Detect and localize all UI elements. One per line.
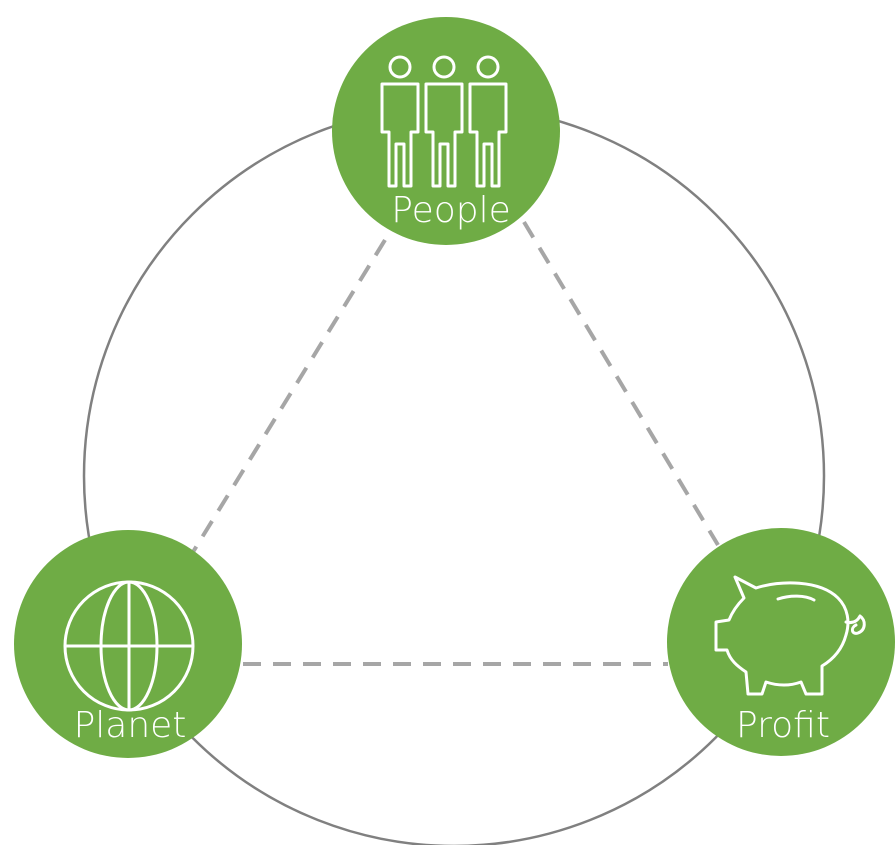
node-people-label: People	[391, 190, 511, 231]
connector-people-profit	[522, 220, 720, 547]
piggy-bank-icon	[714, 575, 866, 696]
node-people-circle	[332, 17, 560, 245]
people-icon	[380, 55, 508, 188]
globe-icon	[63, 580, 195, 712]
node-profit: Profit	[667, 528, 895, 756]
node-planet-label: Planet	[74, 705, 187, 746]
node-planet: Planet	[14, 530, 242, 758]
node-people: People	[332, 17, 560, 245]
node-profit-label: Profit	[736, 705, 830, 746]
connector-people-planet	[191, 238, 387, 554]
node-profit-circle	[667, 528, 895, 756]
